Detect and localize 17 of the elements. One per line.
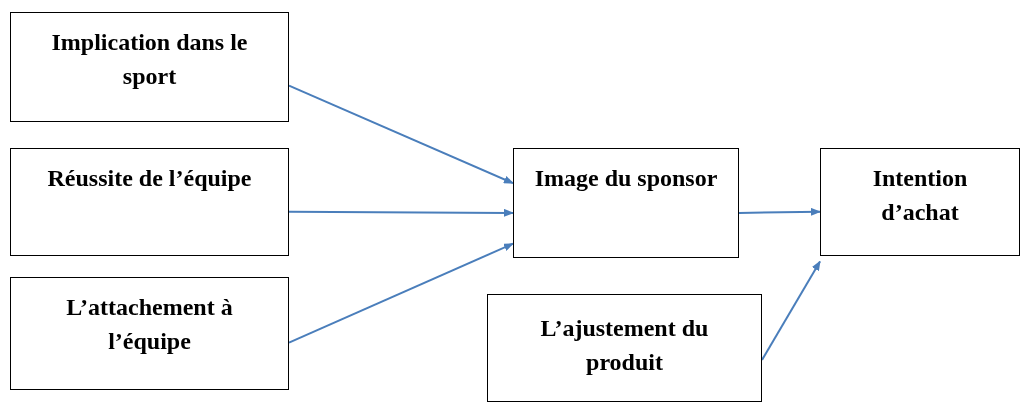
- box-label: L’attachement à l’équipe: [65, 293, 234, 356]
- arrow: [738, 207, 821, 216]
- arrow: [288, 242, 514, 344]
- arrow: [288, 84, 514, 185]
- arrow: [761, 260, 821, 361]
- text-box: [820, 148, 1020, 256]
- text-box: [513, 148, 739, 258]
- box-label: L’ajustement du produit: [539, 314, 710, 377]
- text-box: [487, 294, 762, 402]
- arrow: [288, 208, 514, 217]
- box-label: Implication dans le sport: [50, 28, 249, 91]
- text-box: [10, 277, 289, 390]
- text-box: [10, 12, 289, 122]
- box-label: Réussite de l’équipe: [47, 164, 252, 193]
- box-label: Image du sponsor: [534, 164, 718, 193]
- box-label: Intention d’achat: [871, 164, 969, 227]
- text-box: [10, 148, 289, 256]
